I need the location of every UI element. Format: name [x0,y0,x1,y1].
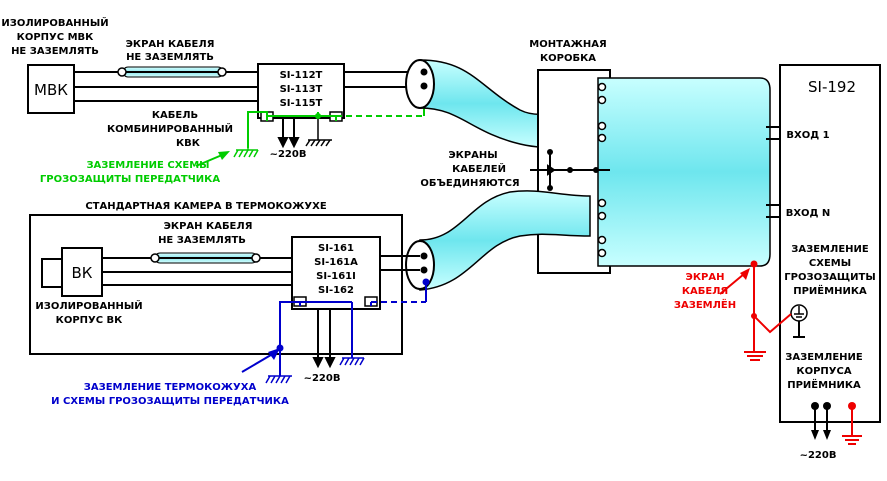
junction-nodes [547,149,599,191]
input-n-label: ВХОД N [786,208,831,219]
svg-text:ЗАЗЕМЛЕНИЕ: ЗАЗЕМЛЕНИЕ [791,244,869,255]
case-ground-label: ЗАЗЕМЛЕНИЕ КОРПУСА ПРИЁМНИКА [785,352,863,391]
shields-joined-label: ЭКРАНЫ КАБЕЛЕЙ ОБЪЕДИНЯЮТСЯ [420,150,519,189]
bottom-blue-ground-symbols [265,357,365,384]
svg-text:МВК: МВК [34,81,68,99]
svg-text:ЭКРАН КАБЕЛЯ: ЭКРАН КАБЕЛЯ [164,221,253,232]
bottom-transmitter-box: SI-161 SI-161А SI-161I SI-162 [291,236,381,310]
top-green-ground-symbol [233,148,259,158]
svg-text:И СХЕМЫ ГРОЗОЗАЩИТЫ ПЕРЕДАТЧИК: И СХЕМЫ ГРОЗОЗАЩИТЫ ПЕРЕДАТЧИКА [51,396,289,407]
receiver-mains-label: ~220В [800,450,837,461]
svg-text:ЭКРАН КАБЕЛЯ: ЭКРАН КАБЕЛЯ [126,39,215,50]
bottom-coax-shield [102,252,292,264]
bottom-blue-shield-node [422,278,430,286]
protection-ground-icon [790,304,808,338]
svg-text:SI-161: SI-161 [318,243,354,254]
svg-text:МОНТАЖНАЯ: МОНТАЖНАЯ [529,39,606,50]
svg-text:ИЗОЛИРОВАННЫЙ: ИЗОЛИРОВАННЫЙ [35,299,142,312]
svg-text:НЕ ЗАЗЕМЛЯТЬ: НЕ ЗАЗЕМЛЯТЬ [126,52,214,63]
thermal-housing [29,214,403,355]
top-green-arrow [195,151,230,167]
receiver-mains [811,402,831,440]
bottom-mains [312,309,336,369]
svg-text:КОРПУСА: КОРПУСА [796,366,851,377]
svg-text:СХЕМЫ: СХЕМЫ [809,258,851,269]
svg-text:ЭКРАНЫ: ЭКРАНЫ [448,150,497,161]
svg-text:ГРОЗОЗАЩИТЫ: ГРОЗОЗАЩИТЫ [784,272,875,283]
svg-text:ПРИЁМНИКА: ПРИЁМНИКА [787,377,861,391]
svg-text:ЗАЗЕМЛЕНИЕ: ЗАЗЕМЛЕНИЕ [785,352,863,363]
protection-ground-label: ЗАЗЕМЛЕНИЕ СХЕМЫ ГРОЗОЗАЩИТЫ ПРИЁМНИКА [784,244,875,297]
svg-text:КАБЕЛЕЙ: КАБЕЛЕЙ [452,162,506,175]
top-green-node [315,113,321,119]
top-ground-label: ЗАЗЕМЛЕНИЕ СХЕМЫ ГРОЗОЗАЩИТЫ ПЕРЕДАТЧИКА [40,160,220,185]
svg-text:SI-113T: SI-113T [280,84,323,95]
top-green-ground-net [247,100,425,148]
bottom-ground-label: ЗАЗЕМЛЕНИЕ ТЕРМОКОЖУХА И СХЕМЫ ГРОЗОЗАЩИ… [51,382,289,407]
red-shield-ground [719,264,792,361]
trunk-cable [597,77,771,267]
svg-text:SI-115T: SI-115T [280,98,323,109]
svg-text:ЭКРАН: ЭКРАН [686,272,725,283]
receiver-title: SI-192 [808,78,856,96]
svg-text:ГРОЗОЗАЩИТЫ ПЕРЕДАТЧИКА: ГРОЗОЗАЩИТЫ ПЕРЕДАТЧИКА [40,174,220,185]
bottom-isolated-body-label: ИЗОЛИРОВАННЫЙ КОРПУС ВК [35,299,142,326]
svg-text:SI-112T: SI-112T [280,70,323,81]
top-isolated-body-label: ИЗОЛИРОВАННЫЙ КОРПУС МВК НЕ ЗАЗЕМЛЯТЬ [1,16,108,57]
bottom-mains-label: ~220В [304,373,341,384]
receiver-box [779,64,881,423]
junction-shield-bus [530,152,610,188]
svg-text:ЗАЗЕМЛЕНИЕ ТЕРМОКОЖУХА: ЗАЗЕМЛЕНИЕ ТЕРМОКОЖУХА [84,382,257,393]
svg-text:SI-161I: SI-161I [316,271,356,282]
red-arrow-icon [740,268,750,280]
mvk-block: МВК [27,64,75,114]
bottom-flex-cable [405,190,591,291]
junction-terminals [597,82,607,258]
bottom-output-wires [380,255,420,271]
receiver-case-ground [842,402,862,445]
svg-text:НЕ ЗАЗЕМЛЯТЬ: НЕ ЗАЗЕМЛЯТЬ [11,46,99,57]
svg-text:ВК: ВК [72,264,93,282]
red-shield-node [750,260,758,268]
svg-text:КОМБИНИРОВАННЫЙ: КОМБИНИРОВАННЫЙ [107,122,233,135]
svg-text:ИЗОЛИРОВАННЫЙ: ИЗОЛИРОВАННЫЙ [1,16,108,29]
top-combined-cable-label: КАБЕЛЬ КОМБИНИРОВАННЫЙ КВК [107,110,233,149]
vk-block: ВК [41,247,103,297]
input-1-label: ВХОД 1 [786,130,829,141]
bottom-blue-node [276,344,284,352]
bottom-blue-arrow-icon [268,348,280,360]
top-box-ground [305,118,332,147]
top-mains-label: ~220В [270,149,307,160]
red-junction-node [751,313,757,319]
shield-grounded-label: ЭКРАН КАБЕЛЯ ЗАЗЕМЛЁН [674,272,736,311]
svg-text:ЗАЗЕМЛЁН: ЗАЗЕМЛЁН [674,297,736,311]
svg-text:КОРПУС МВК: КОРПУС МВК [17,32,94,43]
bottom-blue-ground-net [241,284,427,376]
svg-text:КОРПУС ВК: КОРПУС ВК [56,315,124,326]
svg-text:ОБЪЕДИНЯЮТСЯ: ОБЪЕДИНЯЮТСЯ [420,178,519,189]
svg-text:КАБЕЛЬ: КАБЕЛЬ [152,110,198,121]
top-transmitter-box: SI-112T SI-113T SI-115T [257,63,345,122]
svg-text:SI-161А: SI-161А [314,257,358,268]
junction-box-label: МОНТАЖНАЯ КОРОБКА [529,39,606,64]
svg-text:ЗАЗЕМЛЕНИЕ СХЕМЫ: ЗАЗЕМЛЕНИЕ СХЕМЫ [86,160,209,171]
svg-text:КОРОБКА: КОРОБКА [540,53,596,64]
housing-title: СТАНДАРТНАЯ КАМЕРА В ТЕРМОКОЖУХЕ [85,201,326,212]
svg-text:ПРИЁМНИКА: ПРИЁМНИКА [793,283,867,297]
bottom-cable-shield-label: ЭКРАН КАБЕЛЯ НЕ ЗАЗЕМЛЯТЬ [158,221,252,246]
svg-text:КВК: КВК [176,138,201,149]
top-mains [277,118,300,149]
svg-text:КАБЕЛЯ: КАБЕЛЯ [682,286,728,297]
svg-text:SI-162: SI-162 [318,285,354,296]
top-coax-shield [74,66,258,78]
top-cable-shield-label: ЭКРАН КАБЕЛЯ НЕ ЗАЗЕМЛЯТЬ [126,39,215,63]
svg-text:НЕ ЗАЗЕМЛЯТЬ: НЕ ЗАЗЕМЛЯТЬ [158,235,246,246]
receiver-input-leads [766,126,780,218]
